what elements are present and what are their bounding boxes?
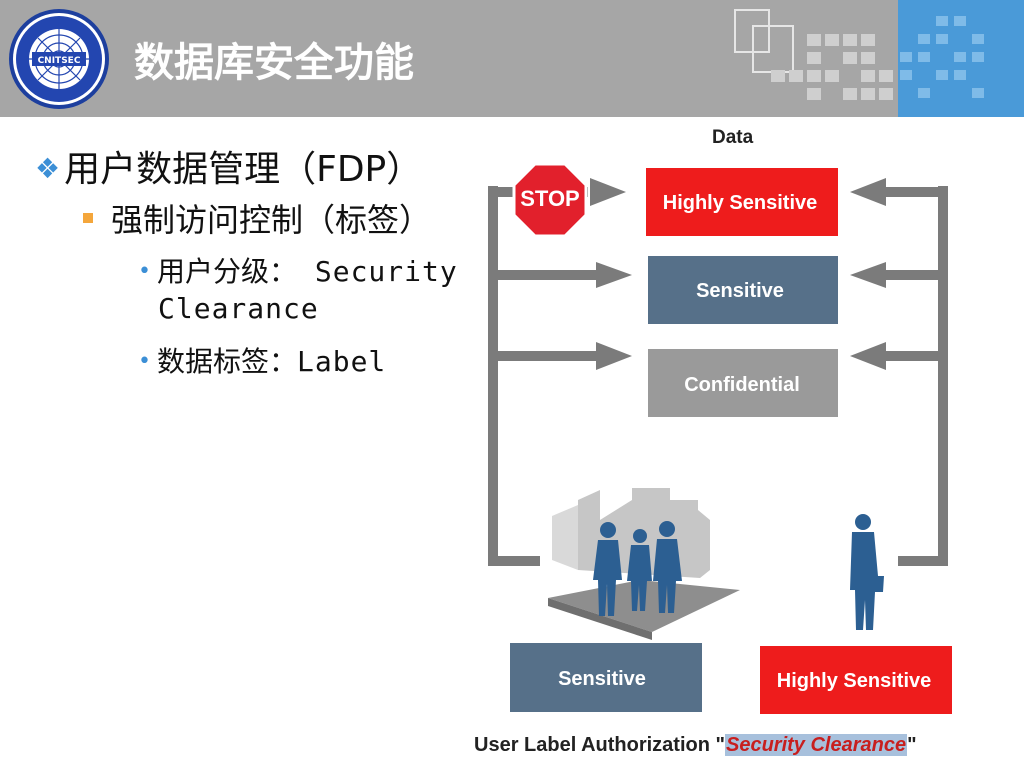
arrow-from-right-sensitive-icon	[850, 262, 886, 288]
stop-sign-text: STOP	[520, 186, 580, 211]
dot-bullet-icon: •	[138, 349, 151, 374]
bullet-clearance-text-line2: Clearance	[158, 292, 319, 325]
arrow-from-right-confidential-icon	[850, 342, 886, 370]
data-box-highly-sensitive	[646, 168, 838, 236]
user-label-sensitive: Sensitive	[558, 668, 646, 690]
caption-prefix: User Label Authorization "	[474, 734, 725, 756]
data-label-highly-sensitive: Highly Sensitive	[663, 192, 818, 214]
data-box-sensitive	[648, 256, 838, 324]
user-group-icon	[593, 521, 682, 616]
page-title: 数据库安全功能	[134, 40, 414, 86]
logo-text: CNITSEC	[38, 56, 81, 66]
arrow-to-sensitive-icon	[596, 262, 632, 288]
cnitsec-logo: CNITSEC	[9, 9, 109, 109]
user-label-highly-sensitive: Highly Sensitive	[777, 670, 932, 692]
bullet-level1-text: 用户数据管理（FDP）	[64, 149, 423, 190]
arrow-from-right-highly-sensitive-icon	[850, 178, 886, 206]
bullet-label-prefix: 数据标签：	[156, 345, 297, 378]
square-bullet-icon	[83, 213, 93, 223]
bullet-level3-label: •数据标签：Label	[138, 340, 386, 380]
bullet-level1: ❖用户数据管理（FDP）	[35, 140, 422, 192]
stop-sign-icon: STOP	[512, 162, 588, 238]
diagram-caption: User Label Authorization "Security Clear…	[474, 734, 917, 757]
right-access-path	[850, 178, 948, 566]
diamond-bullet-icon: ❖	[35, 152, 61, 185]
arrow-to-confidential-icon	[596, 342, 632, 370]
caption-emphasis: Security Clearance	[725, 734, 908, 756]
bullet-level2-text: 强制访问控制（标签）	[111, 201, 432, 239]
single-user-icon	[850, 514, 884, 630]
data-label-confidential: Confidential	[684, 374, 800, 396]
diagram-background	[474, 150, 994, 730]
dot-bullet-icon: •	[138, 259, 151, 284]
user-box-sensitive	[510, 643, 702, 712]
bullet-clearance-text: Security	[297, 255, 458, 288]
decorative-squares-gray	[734, 9, 893, 100]
bullet-label-text: Label	[297, 345, 387, 378]
bullet-clearance-prefix: 用户分级：	[156, 255, 297, 288]
bullet-level2: 强制访问控制（标签）	[83, 195, 431, 241]
caption-suffix: "	[907, 734, 917, 756]
data-label-sensitive: Sensitive	[696, 280, 784, 302]
data-heading: Data	[712, 127, 754, 148]
data-box-confidential	[648, 349, 838, 417]
decorative-squares-blue	[900, 16, 984, 98]
arrow-to-highly-sensitive-icon	[590, 178, 626, 206]
bullet-level3-clearance: •用户分级： Security	[138, 250, 458, 290]
user-box-highly-sensitive	[760, 646, 952, 714]
